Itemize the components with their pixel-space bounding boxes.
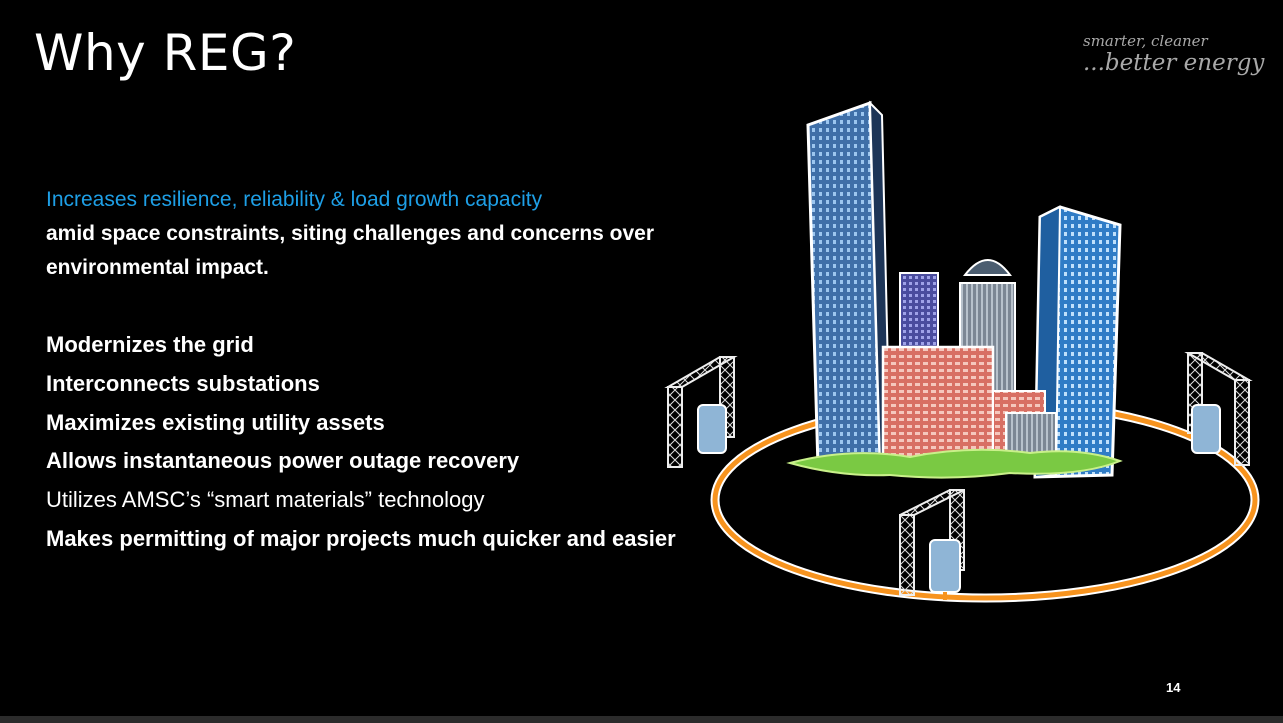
city-buildings-illustration (664, 100, 1260, 603)
list-item: Modernizes the grid (46, 332, 254, 357)
tagline-line-2: ...better energy (1083, 49, 1265, 76)
substation-tower-icon (1184, 352, 1253, 466)
slide-title: Why REG? (34, 24, 297, 82)
list-item: Makes permitting of major projects much … (46, 525, 676, 551)
tagline: smarter, cleaner ...better energy (1083, 32, 1265, 76)
page-number: 14 (1166, 680, 1181, 695)
list-item: Allows instantaneous power outage recove… (46, 448, 520, 474)
benefits-list: Modernizes the grid Interconnects substa… (46, 326, 676, 559)
substation-tower-icon (664, 356, 738, 468)
bottom-divider (0, 716, 1283, 723)
list-item: Utilizes AMSC’s “smart materials” techno… (46, 487, 485, 513)
intro-rest: amid space constraints, siting challenge… (46, 222, 655, 279)
list-item: Interconnects substations (46, 370, 320, 396)
tagline-line-1: smarter, cleaner (1083, 32, 1208, 50)
list-item: Maximizes existing utility assets (46, 409, 385, 435)
substation-tower-icon (899, 489, 965, 600)
intro-paragraph: Increases resilience, reliability & load… (46, 183, 666, 285)
intro-highlight: Increases resilience, reliability & load… (46, 188, 543, 211)
